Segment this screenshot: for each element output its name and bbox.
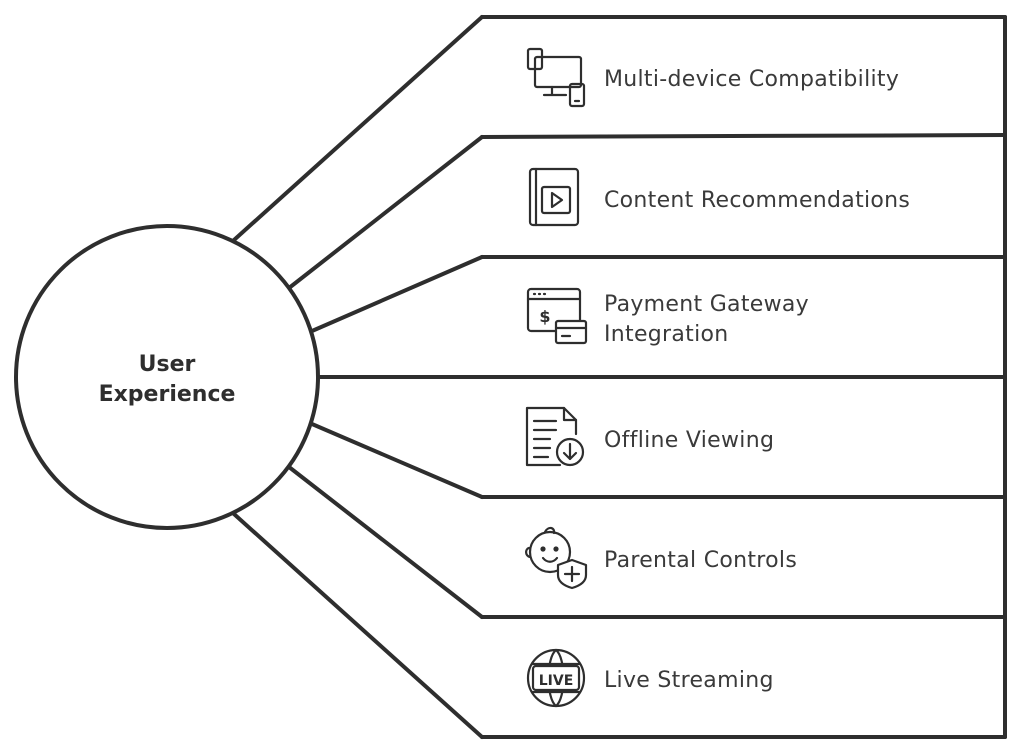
connector-7 — [232, 512, 484, 739]
feature-label: Offline Viewing — [604, 428, 774, 453]
feature-parental-controls: Parental Controls — [525, 526, 797, 590]
feature-label: Parental Controls — [604, 548, 797, 573]
hub-label-line1: User — [139, 352, 196, 377]
feature-content-recommendations: Content Recommendations — [528, 167, 910, 227]
feature-offline-viewing: Offline Viewing — [525, 406, 774, 467]
feature-bands — [316, 15, 1007, 739]
feature-label: Multi-device Compatibility — [604, 67, 899, 92]
hub-label-line2: Experience — [99, 382, 236, 407]
hub-circle — [14, 224, 320, 530]
connector-1 — [232, 15, 484, 242]
feature-label: Content Recommendations — [604, 188, 910, 213]
devices-icon — [526, 47, 586, 108]
feature-payment-gateway: $ Payment Gateway Integration — [526, 287, 809, 347]
feature-label: Live Streaming — [604, 668, 774, 693]
live-glyph: LIVE — [539, 673, 574, 689]
payment-window-icon: $ — [526, 287, 588, 345]
document-download-icon — [525, 406, 585, 467]
child-shield-icon — [525, 526, 588, 590]
live-globe-icon: LIVE — [526, 648, 586, 708]
feature-label-line2: Integration — [604, 322, 729, 347]
band-divider-1 — [480, 133, 1007, 139]
connector-3 — [310, 255, 484, 333]
connector-5 — [310, 422, 484, 499]
connectors — [232, 15, 484, 739]
dollar-glyph: $ — [539, 307, 550, 326]
feature-multi-device: Multi-device Compatibility — [526, 47, 899, 108]
feature-live-streaming: LIVE Live Streaming — [526, 648, 774, 708]
feature-label-line1: Payment Gateway — [604, 292, 809, 317]
video-book-icon — [528, 167, 580, 227]
connector-2 — [287, 135, 484, 290]
hub: User Experience — [14, 224, 320, 530]
connector-6 — [287, 465, 484, 619]
